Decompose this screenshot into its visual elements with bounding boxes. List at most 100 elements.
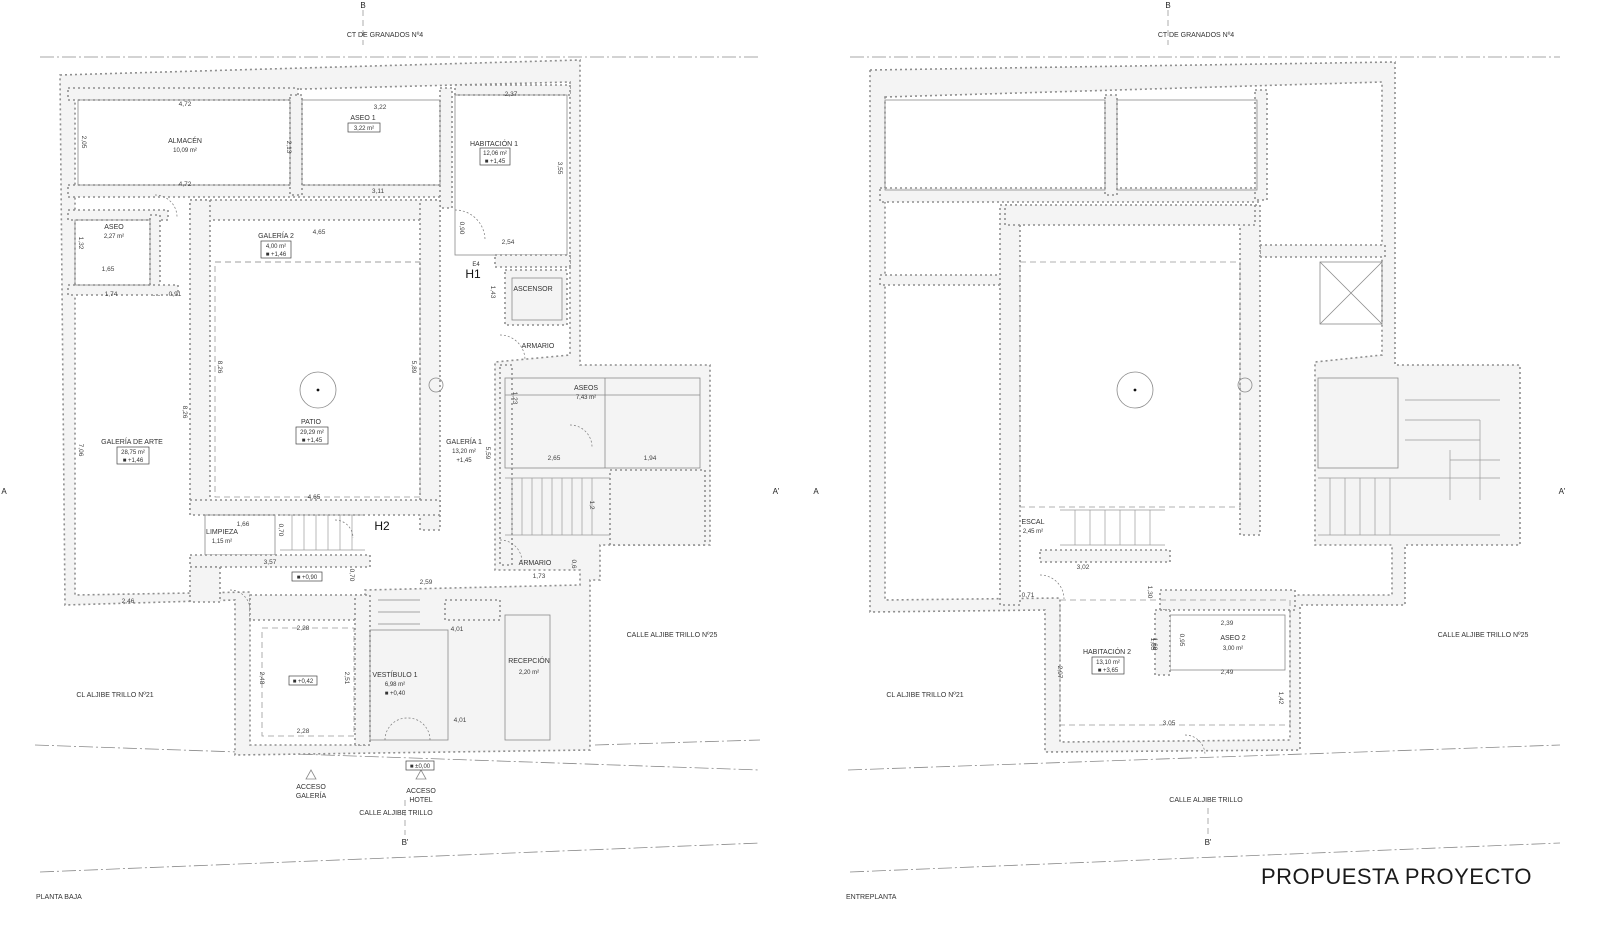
room-habitacion2-area: 13,10 m² xyxy=(1096,660,1120,666)
room-almacen-area: 10,09 m² xyxy=(173,148,197,154)
dimension-label: 0,70 xyxy=(348,569,355,582)
room-aseos-name: ASEOS xyxy=(574,385,598,392)
room-galeria-arte-area: 28,75 m² xyxy=(121,450,145,456)
dimension-label: 8,26 xyxy=(216,361,223,374)
room-galeria-arte-level: ■ +1,46 xyxy=(123,458,144,464)
room-galeria1-area: 13,20 m² xyxy=(452,449,476,455)
dimension-label: 2,39 xyxy=(1221,620,1234,627)
dimension-label: 3,05 xyxy=(1163,720,1176,727)
dimension-label: 4,01 xyxy=(451,626,464,633)
dimension-label: 0,70 xyxy=(277,524,284,537)
room-habitacion1-area: 12,06 m² xyxy=(483,151,507,157)
dimension-label: 0,71 xyxy=(1022,592,1035,599)
room-habitacion1-name: HABITACIÓN 1 xyxy=(470,139,518,148)
room-aseo1-area: 3,22 m² xyxy=(354,126,374,132)
room-almacen-name: ALMACÉN xyxy=(168,136,202,145)
dimension-label: 4,72 xyxy=(179,101,192,108)
street-bottom-ground: CALLE ALJIBE TRILLO xyxy=(359,810,433,817)
dimension-label: 2,49 xyxy=(1221,669,1234,676)
dimension-label: 1,32 xyxy=(77,237,84,250)
dimension-label: 0,95 xyxy=(1178,634,1185,647)
dimension-label: 3,11 xyxy=(372,188,385,195)
dimension-label: 2,13 xyxy=(285,141,292,154)
dimension-label: 4,01 xyxy=(454,717,467,724)
section-mark-a-prime-mezz: A' xyxy=(1559,487,1566,496)
street-bottom-mezz: CALLE ALJIBE TRILLO xyxy=(1169,797,1243,804)
dimension-label: 1,74 xyxy=(105,291,118,298)
room-limpieza-area: 1,15 m² xyxy=(212,539,232,545)
room-vestibulo1-name: VESTÍBULO 1 xyxy=(372,670,417,679)
dimension-label: 1,23 xyxy=(511,392,518,405)
street-left-mezz: CL ALJIBE TRILLO Nº21 xyxy=(886,692,963,699)
room-aseo1-name: ASEO 1 xyxy=(350,115,375,122)
marker-h1: H1 xyxy=(465,267,481,281)
section-mark-b-prime-mezz: B' xyxy=(1205,838,1212,847)
section-mark-b-prime: B' xyxy=(402,838,409,847)
plan-label-ground: PLANTA BAJA xyxy=(36,894,82,901)
room-aseo-area: 2,27 m² xyxy=(104,234,124,240)
room-habitacion1-level: ■ +1,45 xyxy=(485,159,506,165)
room-galeria1-name: GALERÍA 1 xyxy=(446,437,482,446)
room-patio-name: PATIO xyxy=(301,419,322,426)
room-recepcion-name: RECEPCIÓN xyxy=(508,656,550,665)
dimension-label: 3,55 xyxy=(556,162,563,175)
room-aseo2-name: ASEO 2 xyxy=(1220,635,1245,642)
drawing-title: PROPUESTA PROYECTO xyxy=(1261,864,1532,889)
dimension-label: 7,06 xyxy=(77,444,84,457)
room-vestibulo1-level: ■ +0,40 xyxy=(385,691,406,697)
room-escal-name: ESCAL xyxy=(1022,519,1045,526)
dimension-label: 1,30 xyxy=(1146,586,1153,599)
dimension-label: 2,54 xyxy=(502,239,515,246)
room-habitacion2-level: ■ +3,65 xyxy=(1098,668,1119,674)
room-escal-area: 2,45 m² xyxy=(1023,529,1043,535)
room-galeria2-level: ■ +1,46 xyxy=(266,252,287,258)
room-recepcion-area: 2,20 m² xyxy=(519,670,539,676)
dimension-label: 2,46 xyxy=(122,598,135,605)
dimension-label: 2,37 xyxy=(505,91,518,98)
room-aseo2-area: 3,00 m² xyxy=(1223,646,1243,652)
dimension-label: 2,97 xyxy=(1056,666,1063,679)
dimension-label: 1,2 xyxy=(588,500,595,509)
dimension-label: 5,59 xyxy=(484,447,491,460)
room-armario2-name: ARMARIO xyxy=(519,560,552,567)
dimension-label: 1,94 xyxy=(644,455,657,462)
dimension-label: 4,65 xyxy=(308,494,321,501)
street-top-ground: CT DE GRANADOS Nº4 xyxy=(347,32,423,39)
room-habitacion2-name: HABITACIÓN 2 xyxy=(1083,647,1131,656)
room-galeria2-area: 4,00 m² xyxy=(266,244,286,250)
ground-floor-plan xyxy=(34,10,761,873)
room-patio-area: 29,29 m² xyxy=(300,430,324,436)
dimension-label: 3,57 xyxy=(264,559,277,566)
dimension-label: 1,42 xyxy=(1277,692,1284,705)
street-top-mezz: CT DE GRANADOS Nº4 xyxy=(1158,32,1234,39)
level-entrance: ■ ±0,00 xyxy=(410,764,431,770)
dimension-label: 1,43 xyxy=(489,286,496,299)
dimension-label: 1,05 xyxy=(1149,638,1156,651)
dimension-label: 0,90 xyxy=(458,222,465,235)
mezzanine-dimensions: 3,021,300,711,052,390,951,602,492,971,42… xyxy=(1022,564,1284,727)
room-patio-level: ■ +1,45 xyxy=(302,438,323,444)
dimension-label: 2,65 xyxy=(548,455,561,462)
street-left-ground: CL ALJIBE TRILLO Nº21 xyxy=(76,692,153,699)
room-vestibulo1-area: 6,98 m² xyxy=(385,682,405,688)
ground-outer-wall xyxy=(59,59,711,756)
dimension-label: 2,28 xyxy=(297,625,310,632)
plan-label-mezzanine: ENTREPLANTA xyxy=(846,894,897,901)
dimension-label: 1,60 xyxy=(1151,638,1158,651)
dimension-label: 3,22 xyxy=(374,104,387,111)
dimension-label: 1,73 xyxy=(533,573,546,580)
room-aseos-area: 7,43 m² xyxy=(576,395,596,401)
dimension-label: 0,6 xyxy=(570,559,577,568)
room-ascensor-name: ASCENSOR xyxy=(513,286,552,293)
section-mark-a-prime: A' xyxy=(773,487,780,496)
dimension-label: 5,89 xyxy=(410,361,417,374)
section-mark-a-mezz: A xyxy=(813,487,819,496)
dimension-label: 2,51 xyxy=(343,672,350,685)
level-corridor: ■ +0,90 xyxy=(297,575,318,581)
street-right-ground: CALLE ALJIBE TRILLO Nº25 xyxy=(627,632,718,639)
mezzanine-plan xyxy=(847,10,1561,873)
